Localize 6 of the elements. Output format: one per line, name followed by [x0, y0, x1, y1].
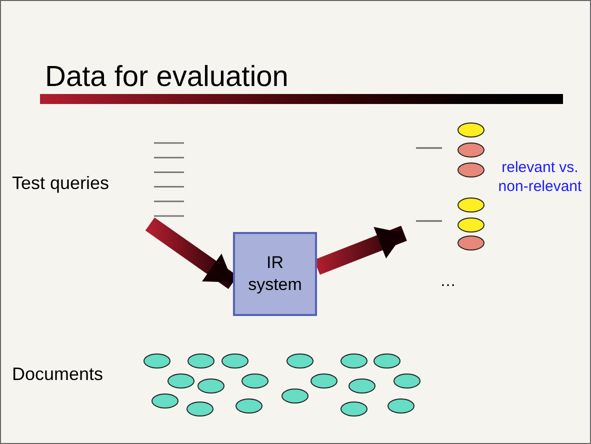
annotation-text: relevant vs. non-relevant — [497, 158, 583, 196]
documents-label: Documents — [12, 363, 104, 386]
node-label: Test queries — [12, 172, 110, 195]
title: Data for evaluation — [45, 60, 288, 95]
process-box: IR system — [233, 232, 317, 316]
ellipsis-text: … — [440, 272, 456, 292]
